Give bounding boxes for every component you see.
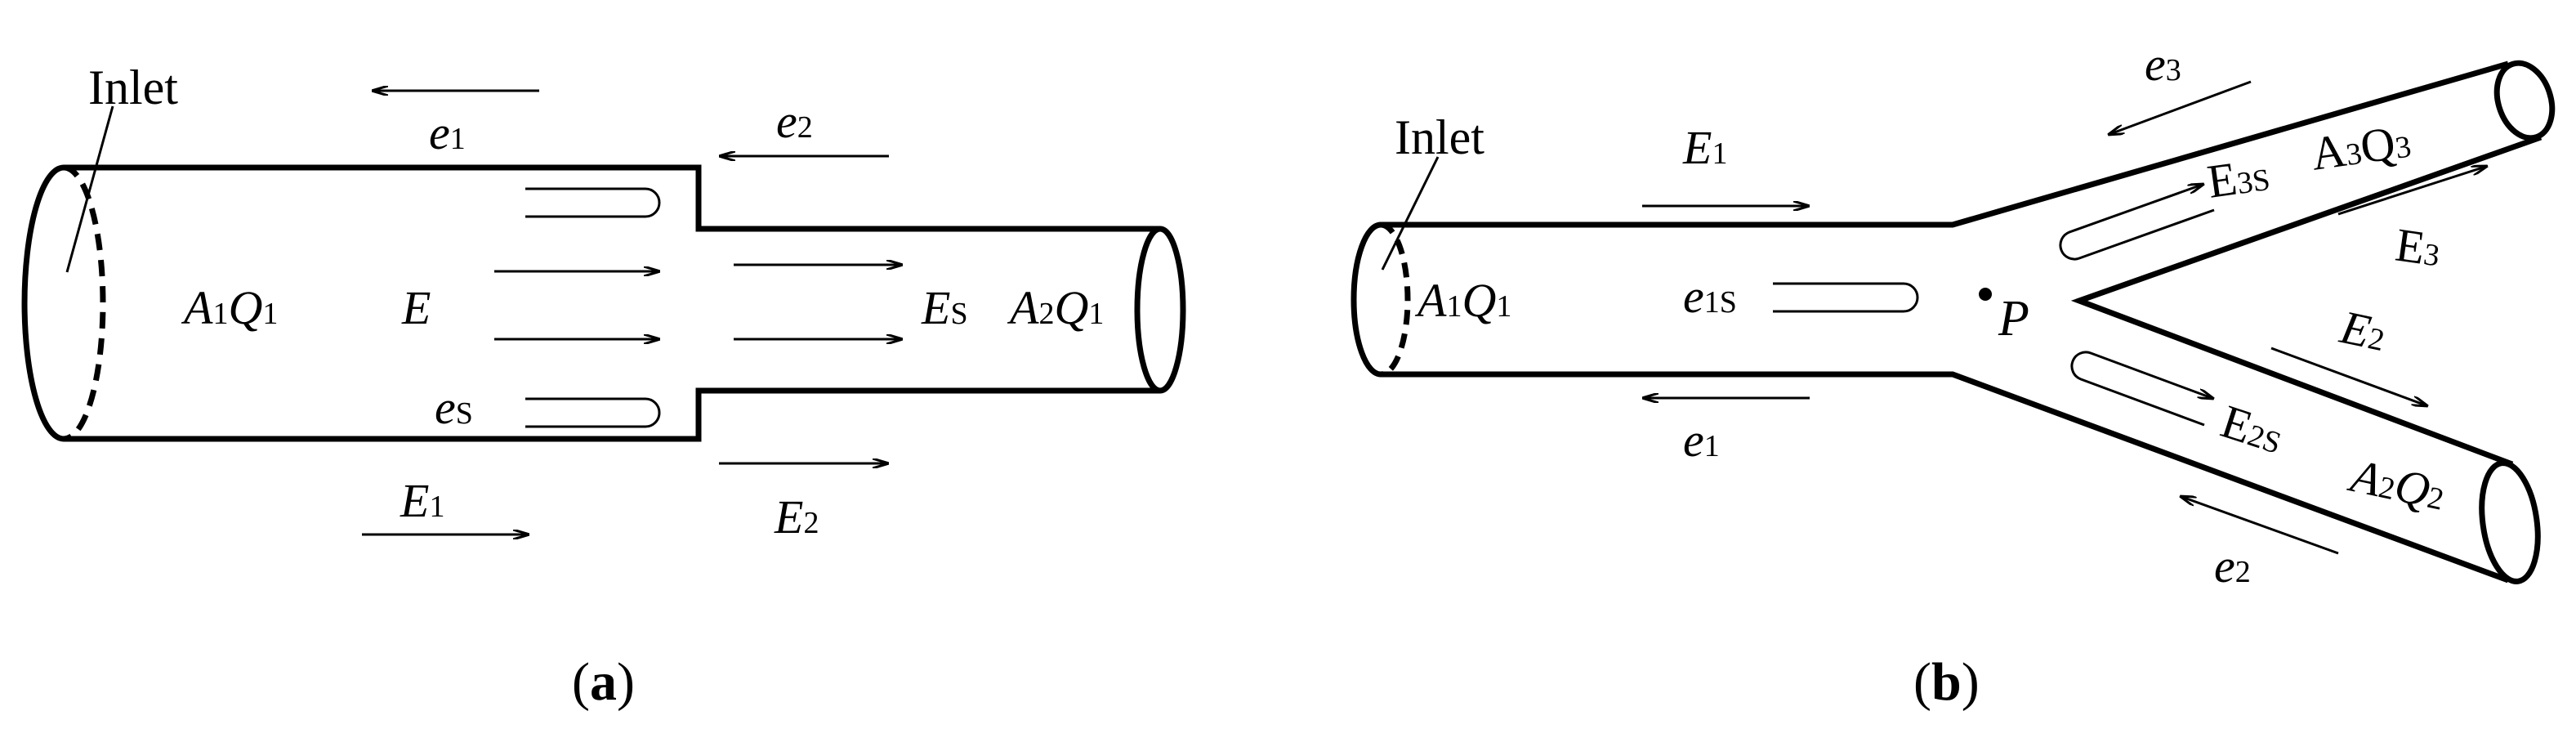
- label-es-a: eS: [435, 381, 473, 434]
- arrow-E2-b: [2270, 347, 2428, 406]
- inlet-b-ellipse-front: [1351, 221, 1382, 378]
- inlet-label-a: Inlet: [88, 60, 178, 114]
- reflection-loop-b-main: [1773, 282, 1919, 313]
- inlet-label-b: Inlet: [1395, 110, 1484, 164]
- pipe-a-wall-bottom: [64, 387, 1160, 442]
- label-e1s-b: e1S: [1683, 270, 1737, 323]
- label-e3-b: e3: [2145, 38, 2181, 91]
- outlet-a-ellipse: [1134, 226, 1186, 394]
- label-A1Q1-a: A1Q1: [181, 281, 278, 334]
- label-A2Q1-a: A2Q1: [1007, 281, 1104, 334]
- label-E2s-b: E2S: [2215, 395, 2290, 464]
- label-E3s-b: E3S: [2204, 147, 2273, 208]
- label-E-a: E: [401, 281, 431, 334]
- pipe-b-wall-upper: [1381, 60, 2509, 228]
- pipe-a-wall-top: [64, 164, 1160, 232]
- reflection-loop-b-upper: [2059, 184, 2215, 261]
- label-E1-a: E1: [400, 474, 444, 527]
- label-P-b: P: [1998, 291, 2029, 347]
- label-E3-b: E3: [2392, 218, 2444, 277]
- reflection-loop-a-bottom: [525, 397, 661, 428]
- arrow-E3-b: [2337, 166, 2488, 216]
- pipe-b-wall-lower: [1381, 371, 2510, 584]
- outlet-b2-ellipse: [2479, 460, 2541, 584]
- label-Es-a: ES: [921, 281, 968, 334]
- pipe-b-wall-middle: [2070, 134, 2543, 467]
- inlet-a-leader: [65, 105, 114, 273]
- label-e1-a: e1: [429, 106, 466, 159]
- label-e2-a: e2: [776, 95, 813, 148]
- label-E1-b: E1: [1682, 121, 1727, 174]
- panel-b: Inlet E1 A1Q1 e1S e1 P e3 E3S A3Q3 E3 E2…: [1351, 38, 2556, 712]
- label-e2-b: e2: [2214, 539, 2251, 593]
- panel-a: Inlet e1 e2 A1Q1 E ES A2Q1 eS E1 E2 (a): [21, 60, 1186, 712]
- reflection-loop-b-lower: [2070, 351, 2214, 427]
- arrow-e2-b: [2180, 496, 2339, 555]
- arrow-e3-b: [2108, 80, 2252, 135]
- label-e1-b: e1: [1683, 414, 1720, 467]
- caption-b: (b): [1913, 652, 1980, 712]
- inlet-a-ellipse-back: [63, 164, 106, 442]
- label-E2-a: E2: [774, 490, 819, 543]
- label-A3Q3-b: A3Q3: [2308, 114, 2414, 181]
- outlet-b3-ellipse: [2493, 60, 2556, 141]
- point-p-dot: [1979, 288, 1992, 301]
- label-E2-b: E2: [2335, 300, 2391, 361]
- label-A1Q1-b: A1Q1: [1414, 274, 1511, 327]
- inlet-b-ellipse-back: [1380, 221, 1411, 378]
- inlet-b-leader: [1381, 156, 1440, 271]
- caption-a: (a): [572, 652, 635, 712]
- inlet-a-ellipse-front: [21, 164, 65, 442]
- reflection-loop-a-top: [525, 187, 661, 218]
- label-A2Q2-b: A2Q2: [2343, 448, 2449, 520]
